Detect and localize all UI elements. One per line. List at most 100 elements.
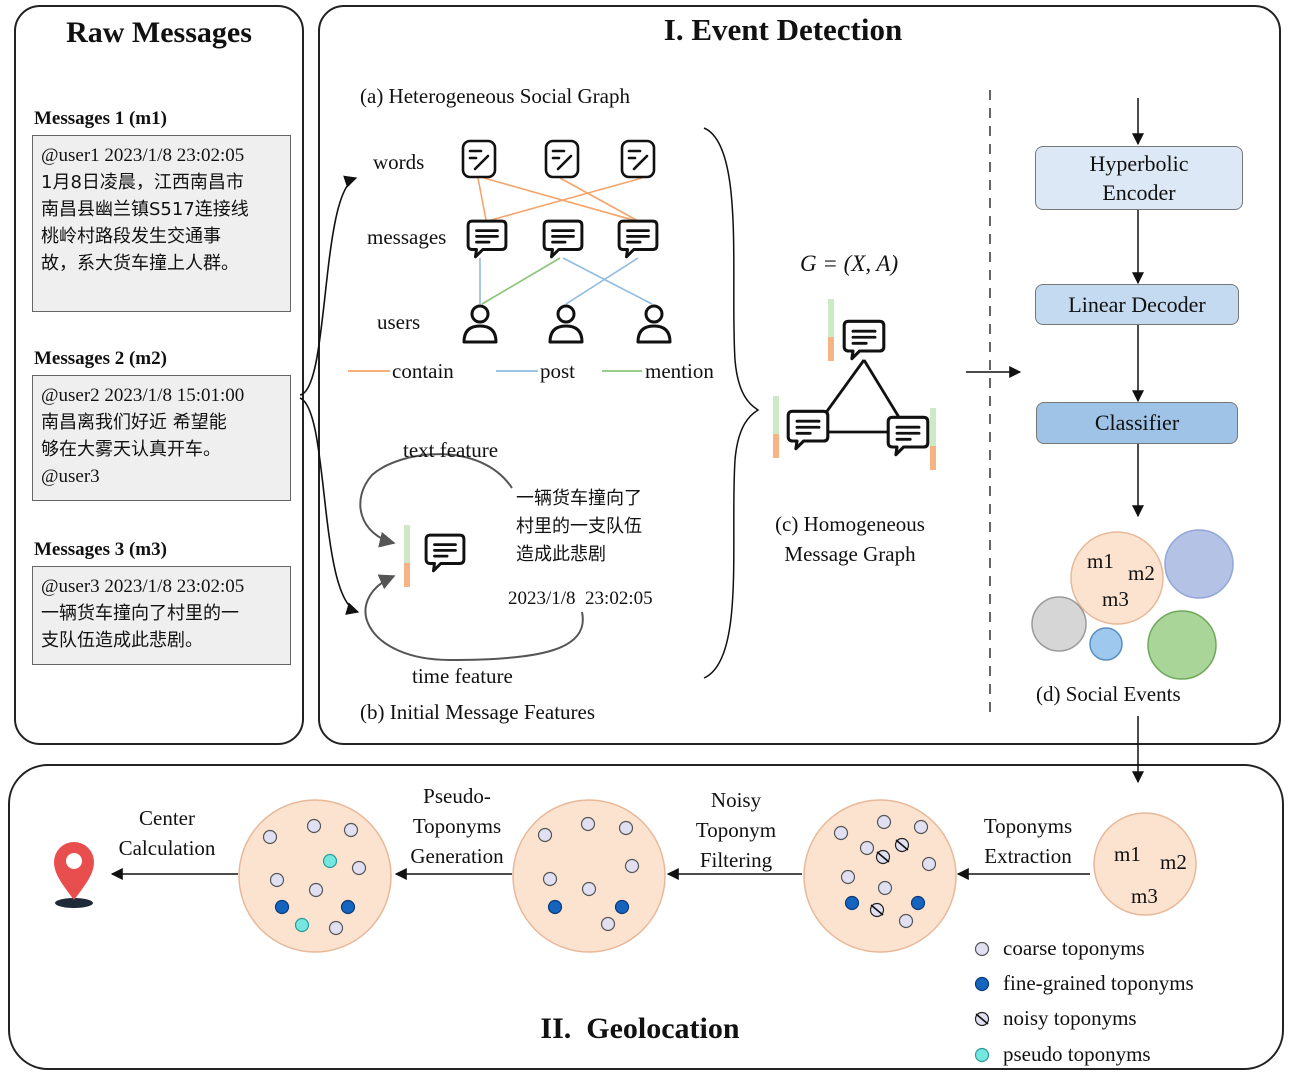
coarse-toponym-dot — [343, 822, 359, 838]
coarse-toponym-dot — [876, 814, 892, 830]
coarse-toponym-dot — [580, 816, 596, 832]
message-1-line: 故，系大货车撞上人群。 — [41, 253, 239, 274]
pseudo-toponym-dot — [294, 917, 310, 933]
hyperbolic-encoder-label: Encoder — [1102, 180, 1176, 205]
coarse-toponym-dot — [913, 819, 929, 835]
step-noisy-filtering: Filtering — [699, 848, 773, 872]
feature-text-line: 造成此悲剧 — [516, 544, 606, 565]
message-1-line: 1月8日凌晨，江西南昌市 — [41, 172, 244, 193]
coarse-toponym-dot — [581, 881, 597, 897]
feature-bar-time — [404, 563, 410, 587]
social-events-caption: (d) Social Events — [1036, 682, 1181, 706]
coarse-toponym-dot — [262, 829, 278, 845]
step-pseudo-generation: Generation — [410, 844, 504, 868]
coarse-toponym-dot — [833, 825, 849, 841]
step-pseudo-generation: Toponyms — [412, 814, 502, 838]
coarse-toponym-dot — [877, 880, 893, 896]
coarse-toponym-dot — [840, 869, 856, 885]
coarse-toponym-dot — [308, 882, 324, 898]
event-m1-label: m1 — [1087, 549, 1114, 573]
legend-mention-label: mention — [645, 359, 714, 383]
message-2-heading: Messages 2 (m2) — [34, 348, 167, 369]
user-icon — [636, 304, 672, 344]
message-2-box: @user2 2023/1/8 15:01:00 南昌离我们好近 希望能 够在大… — [32, 375, 291, 501]
toponym-dots — [262, 814, 937, 936]
text-feature-label: text feature — [403, 438, 499, 462]
step-center-calculation: Center — [139, 806, 195, 830]
word-icon — [461, 139, 497, 179]
event-detection-title: I. Event Detection — [663, 12, 903, 47]
graph-message-node — [786, 409, 830, 451]
raw-to-graph-arrow — [299, 175, 358, 396]
classifier-label: Classifier — [1094, 410, 1180, 435]
message-1-heading: Messages 1 (m1) — [34, 108, 167, 129]
fine-toponym-dot — [547, 899, 563, 915]
cluster-m3-label: m3 — [1131, 884, 1158, 908]
time-feature-label: time feature — [412, 664, 513, 688]
hyperbolic-encoder-box: Hyperbolic Encoder — [1035, 146, 1243, 210]
event-detection-panel — [318, 5, 1281, 745]
legend-post-label: post — [540, 359, 576, 383]
features-b-caption: (b) Initial Message Features — [360, 700, 596, 724]
linear-decoder-box: Linear Decoder — [1035, 284, 1239, 325]
coarse-toponym-dot — [859, 840, 875, 856]
fine-toponym-dot — [910, 895, 926, 911]
graph-c-caption: Message Graph — [784, 542, 916, 566]
feature-timestamp: 2023/1/8 23:02:05 — [508, 588, 653, 609]
coarse-toponym-dot — [328, 920, 344, 936]
graph-edges — [477, 177, 653, 305]
message-3-meta: @user3 2023/1/8 23:02:05 — [41, 576, 245, 597]
event-m3-label: m3 — [1102, 587, 1129, 611]
fine-toponym-dot — [340, 899, 356, 915]
word-icon — [620, 139, 656, 179]
message-3-line: 支队伍造成此悲剧。 — [41, 630, 203, 651]
event-cluster-peach — [1070, 531, 1164, 625]
event-cluster-blue — [1164, 529, 1234, 599]
step-toponyms-extraction: Toponyms — [983, 814, 1073, 838]
step-center-calculation: Calculation — [118, 836, 216, 860]
step-toponyms-extraction: Extraction — [984, 844, 1072, 868]
event-cluster-lightblue — [1089, 627, 1123, 661]
message-2-line: 南昌离我们好近 希望能 — [41, 412, 227, 433]
message-icon — [424, 533, 466, 573]
message-icon — [466, 219, 508, 259]
coarse-toponym-dot — [898, 913, 914, 929]
message-1-line: 南昌县幽兰镇S517连接线 — [41, 199, 249, 220]
coarse-toponym-dot — [306, 818, 322, 834]
step-noisy-filtering: Toponym — [695, 818, 777, 842]
message-3-box: @user3 2023/1/8 23:02:05 一辆货车撞向了村里的一 支队伍… — [32, 566, 291, 665]
cluster-m2-label: m2 — [1160, 850, 1187, 874]
geolocation-title: II. Geolocation — [540, 1012, 740, 1045]
message-1-meta: @user1 2023/1/8 23:02:05 — [41, 145, 245, 166]
legend-fine-toponyms: fine-grained toponyms — [1003, 971, 1194, 995]
row-label-users: users — [377, 310, 421, 334]
event-cluster-gray — [1031, 596, 1087, 652]
graph-a-caption: (a) Heterogeneous Social Graph — [360, 84, 630, 108]
coarse-toponym-dot — [351, 860, 367, 876]
noisy-toponym-dot — [869, 902, 885, 918]
graph-message-node — [842, 319, 886, 361]
feature-text-line: 村里的一支队伍 — [516, 516, 642, 537]
raw-to-features-arrow — [299, 397, 360, 615]
coarse-toponym-dot — [537, 827, 553, 843]
graph-formula: G = (X, A) — [800, 251, 899, 276]
curly-brace — [703, 127, 760, 679]
legend-noisy-toponyms: noisy toponyms — [1003, 1006, 1137, 1030]
user-icon — [462, 304, 498, 344]
message-1-line: 桃岭村路段发生交通事 — [41, 226, 221, 247]
coarse-toponym-dot — [618, 820, 634, 836]
word-icon — [544, 139, 580, 179]
cluster-m1-label: m1 — [1114, 842, 1141, 866]
step-pseudo-generation: Pseudo- — [423, 784, 491, 808]
message-3-line: 一辆货车撞向了村里的一 — [41, 603, 239, 624]
message-icon — [542, 219, 584, 259]
message-icon — [617, 219, 659, 259]
feature-text-line: 一辆货车撞向了 — [516, 488, 642, 509]
graph-c-caption: (c) Homogeneous — [775, 512, 925, 536]
message-2-mention: @user3 — [41, 466, 100, 487]
time-feature-arrow — [364, 574, 584, 662]
user-icon — [548, 304, 584, 344]
message-1-box: @user1 2023/1/8 23:02:05 1月8日凌晨，江西南昌市 南昌… — [32, 135, 291, 312]
coarse-toponym-dot — [624, 858, 640, 874]
